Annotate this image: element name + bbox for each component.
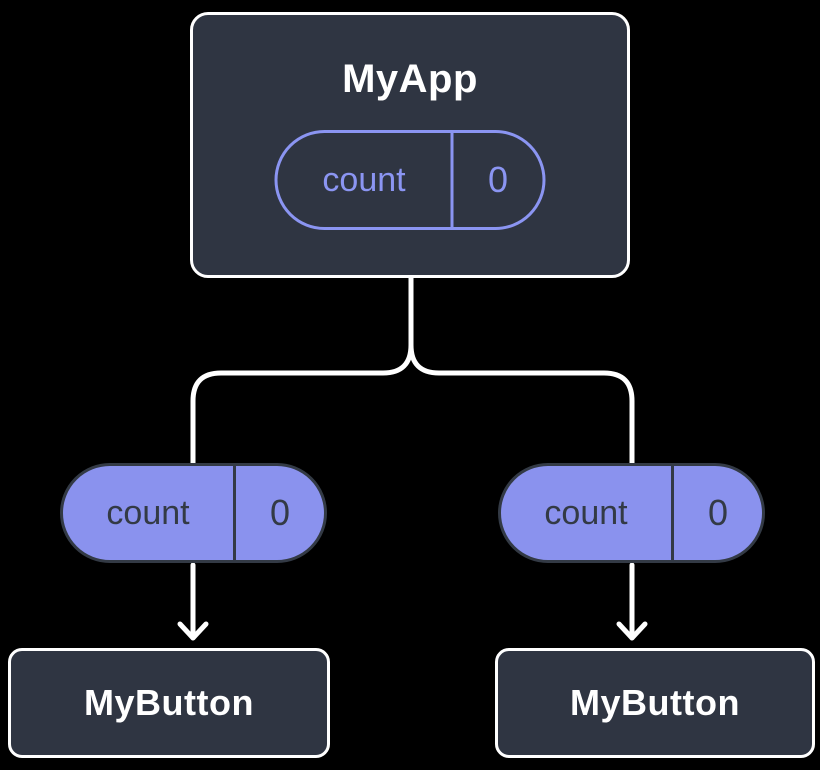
- child-component-title: MyButton: [570, 682, 740, 723]
- prop-arrow-right-head: [616, 621, 648, 641]
- state-label: count: [322, 160, 406, 199]
- child-component-title: MyButton: [84, 682, 254, 723]
- root-component-node: MyApp count 0: [190, 12, 630, 278]
- prop-label: count: [544, 493, 628, 532]
- prop-pill-left: count 0: [60, 463, 327, 563]
- tree-connector-right: [408, 274, 635, 469]
- prop-value: 0: [671, 466, 762, 560]
- root-state-pill: count 0: [274, 130, 546, 230]
- prop-arrow-left-head: [177, 621, 209, 641]
- tree-connector-left: [190, 274, 414, 469]
- child-component-node-right: MyButton: [495, 648, 815, 758]
- state-value: 0: [450, 133, 543, 227]
- root-component-title: MyApp: [342, 57, 478, 101]
- prop-label: count: [106, 493, 190, 532]
- prop-value: 0: [233, 466, 324, 560]
- prop-pill-right: count 0: [498, 463, 765, 563]
- child-component-node-left: MyButton: [8, 648, 330, 758]
